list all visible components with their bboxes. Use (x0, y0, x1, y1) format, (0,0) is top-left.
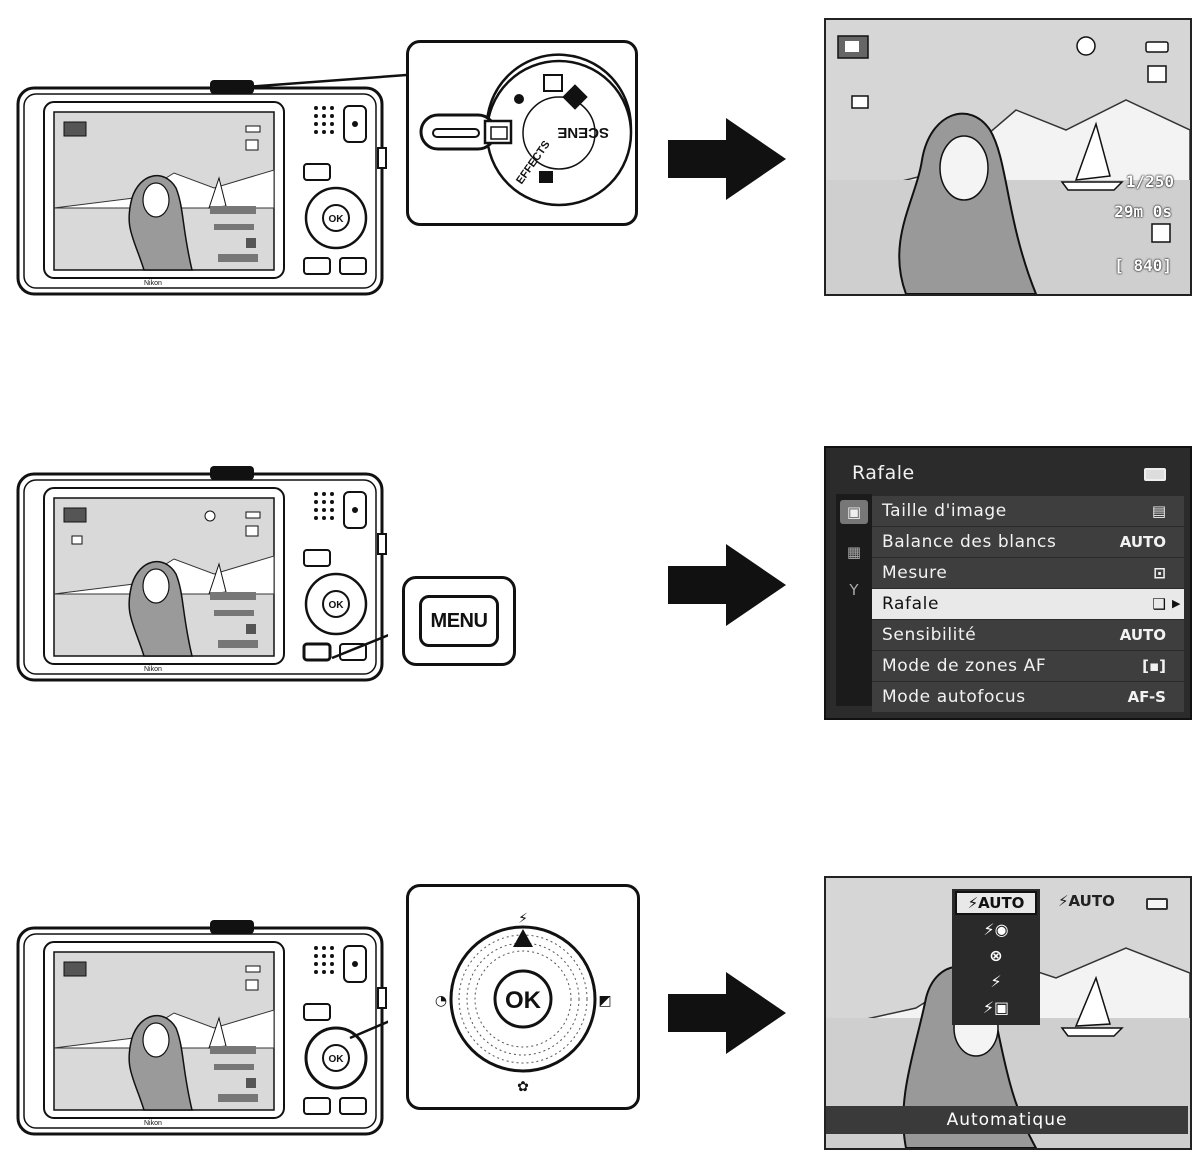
arrow-right-2 (668, 544, 786, 626)
exposure-comp-icon: ◩ (598, 993, 611, 1009)
af-area-icon: [▪] (1142, 657, 1166, 675)
menu-button-callout: MENU (402, 576, 516, 666)
menu-item-label: Rafale (882, 594, 940, 614)
flash-mode-caption: Automatique (826, 1106, 1188, 1134)
osd-shots-remaining: [ 840] (1114, 256, 1172, 275)
leader-line-1 (231, 72, 421, 90)
step-1-row: Nikon OK SCENE EFFECTS (0, 0, 1204, 320)
step-2-row: Nikon OK MENU (0, 440, 1204, 740)
flash-option-red-eye[interactable]: ⚡◉ (983, 920, 1009, 939)
flash-option-auto[interactable]: ⚡AUTO (955, 891, 1037, 915)
tab-shooting-icon[interactable]: ▣ (840, 500, 868, 524)
menu-title: Rafale (852, 462, 915, 484)
menu-item-af-area[interactable]: Mode de zones AF [▪] (872, 651, 1184, 682)
up-arrow-icon (513, 929, 533, 947)
menu-item-continuous[interactable]: Rafale ❑ ▶ (872, 589, 1184, 620)
image-size-icon: ▤ (1151, 502, 1166, 520)
menu-item-label: Mode autofocus (882, 687, 1026, 707)
menu-item-image-size[interactable]: Taille d'image ▤ (872, 496, 1184, 527)
shooting-menu-screen: Rafale ▣ ▦ Y Taille d'image ▤ Balance de… (824, 446, 1192, 720)
camera-back-1: Nikon OK (16, 80, 387, 296)
dial-scene-label: SCENE (557, 124, 609, 141)
continuous-single-icon: ❑ (1152, 595, 1166, 613)
menu-item-label: Balance des blancs (882, 532, 1057, 552)
menu-item-autofocus-mode[interactable]: Mode autofocus AF-S (872, 682, 1184, 713)
battery-icon (1146, 898, 1168, 910)
chevron-right-icon: ▶ (1171, 597, 1181, 610)
multi-selector-callout: OK ⚡ ◔ ◩ ✿ (406, 884, 640, 1110)
menu-button[interactable]: MENU (419, 595, 499, 647)
tab-setup-icon[interactable]: Y (849, 581, 859, 599)
self-timer-icon: ◔ (435, 993, 447, 1009)
svg-text:Nikon: Nikon (144, 666, 162, 673)
metering-icon: ⊡ (1153, 564, 1166, 582)
menu-item-value: AUTO (1119, 533, 1166, 551)
menu-item-value: AUTO (1119, 626, 1166, 644)
svg-text:OK: OK (329, 214, 345, 225)
menu-tabs: ▣ ▦ Y (836, 494, 872, 706)
flash-mode-list: ⚡AUTO ⚡◉ ⊗ ⚡ ⚡▣ (952, 889, 1040, 1025)
tab-movie-icon[interactable]: ▦ (846, 543, 862, 561)
menu-item-label: Mode de zones AF (882, 656, 1047, 676)
svg-text:OK: OK (329, 600, 345, 611)
menu-item-label: Mesure (882, 563, 948, 583)
menu-item-white-balance[interactable]: Balance des blancs AUTO (872, 527, 1184, 558)
flash-icon: ⚡ (518, 911, 528, 927)
menu-item-label: Taille d'image (882, 501, 1007, 521)
menu-item-metering[interactable]: Mesure ⊡ (872, 558, 1184, 589)
live-view-screen: 1/250 29m 0s [ 840] (824, 18, 1192, 296)
osd-time-remaining: 29m 0s (1114, 202, 1172, 221)
osd-counter: 1/250 (1125, 172, 1174, 191)
multi-selector[interactable]: OK ⚡ ◔ ◩ ✿ (409, 887, 637, 1107)
mode-dial: SCENE EFFECTS (419, 53, 633, 207)
macro-icon: ✿ (517, 1079, 529, 1095)
flash-current-mode: ⚡AUTO (1058, 892, 1115, 910)
flash-option-off[interactable]: ⊗ (989, 946, 1003, 965)
mode-dial-callout: SCENE EFFECTS (406, 40, 638, 226)
flash-option-slow-sync[interactable]: ⚡▣ (982, 998, 1010, 1017)
svg-text:OK: OK (329, 1054, 345, 1065)
menu-item-iso[interactable]: Sensibilité AUTO (872, 620, 1184, 651)
svg-text:Nikon: Nikon (144, 280, 162, 287)
arrow-right-3 (668, 972, 786, 1054)
menu-item-label: Sensibilité (882, 625, 977, 645)
ok-button[interactable]: OK (505, 987, 542, 1014)
menu-item-value: AF-S (1127, 688, 1166, 706)
battery-icon (1144, 468, 1166, 481)
camera-back-3: Nikon OK (16, 920, 388, 1136)
menu-items: Taille d'image ▤ Balance des blancs AUTO… (872, 496, 1184, 713)
camera-back-2: Nikon OK (16, 466, 388, 682)
svg-text:Nikon: Nikon (144, 1120, 162, 1127)
flash-option-fill[interactable]: ⚡ (990, 972, 1002, 991)
arrow-right-1 (668, 118, 786, 200)
